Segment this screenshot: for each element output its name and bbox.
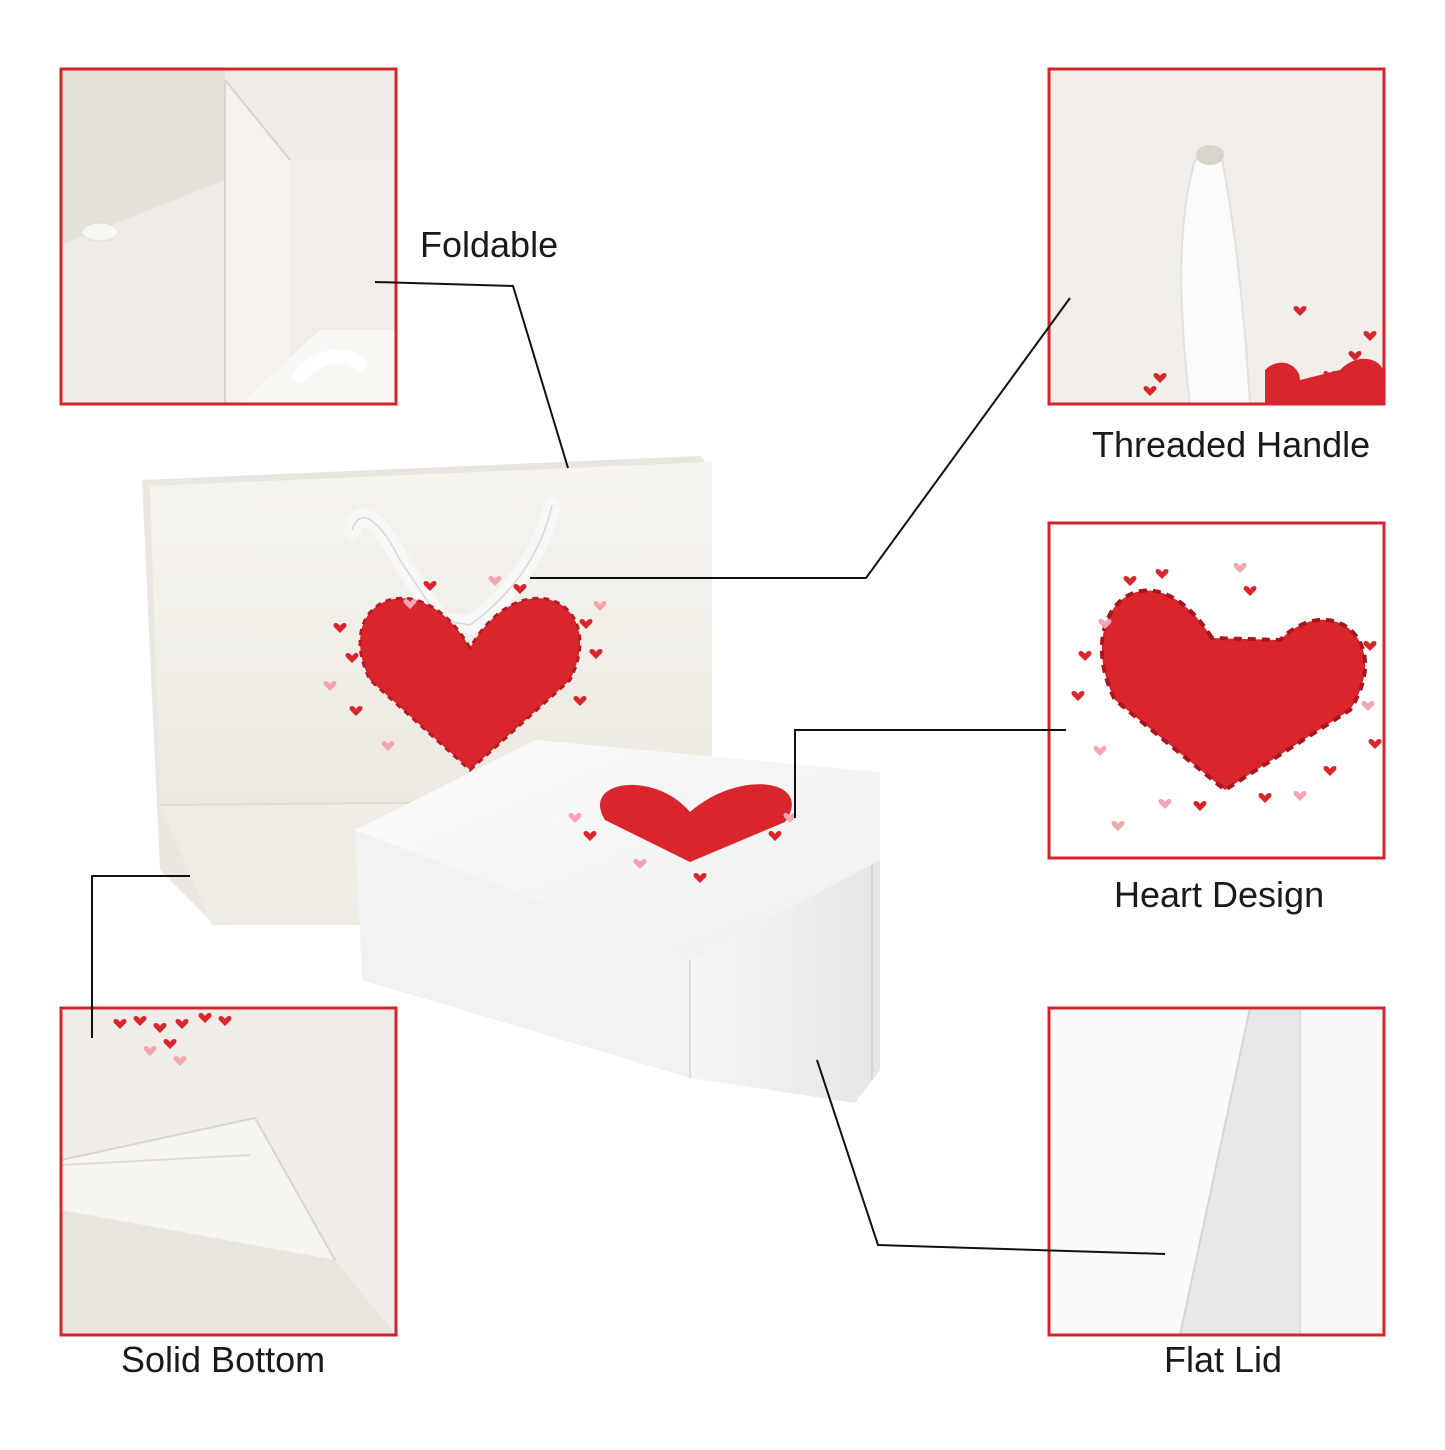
bottom-callout-line — [91, 875, 190, 1038]
threaded-handle-detail-frame — [1047, 67, 1386, 406]
foldable-label: Foldable — [420, 224, 559, 265]
heart-design-detail-frame — [1047, 521, 1386, 860]
bag-heart-pattern — [323, 576, 607, 801]
heart-callout-line — [794, 729, 1066, 818]
lid-callout-line — [816, 1059, 1166, 1255]
solid-bottom-label: Solid Bottom — [121, 1339, 326, 1380]
solid-bottom-detail-frame — [59, 1006, 398, 1337]
handle-callout-line — [530, 297, 1071, 579]
callout-lines — [91, 281, 1166, 1255]
gift-box — [355, 740, 880, 1103]
flat-lid-detail-frame — [1047, 1006, 1386, 1337]
foldable-callout-line — [374, 281, 569, 469]
flat-lid-label: Flat Lid — [1164, 1339, 1283, 1380]
threaded-handle-label: Threaded Handle — [1092, 424, 1371, 465]
foldable-detail-frame — [59, 67, 398, 406]
box-heart-pattern — [568, 784, 797, 883]
heart-design-label: Heart Design — [1114, 874, 1325, 915]
